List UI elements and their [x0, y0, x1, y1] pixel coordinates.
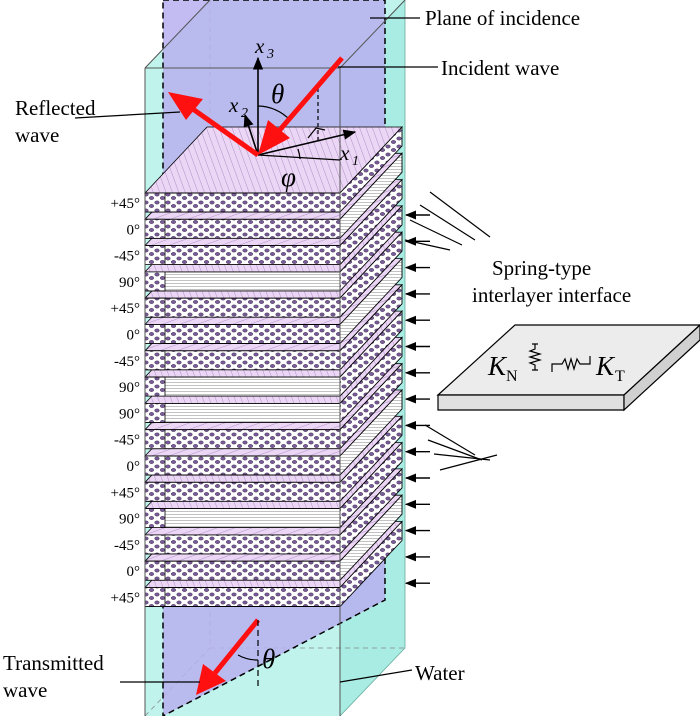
incident-wave-label: Incident wave	[441, 56, 559, 80]
axis-x2-label: x	[228, 93, 239, 117]
phi-label: φ	[281, 162, 296, 192]
water-label: Water	[415, 661, 465, 685]
ply-angle-label: 0°	[127, 222, 141, 238]
axis-x1-sub: 1	[352, 154, 359, 169]
ply-angle-label: 0°	[127, 328, 141, 344]
ply-angle-label: 0°	[127, 564, 141, 580]
ply-angle-label: 90°	[119, 512, 140, 528]
transmitted-wave-arrow	[213, 618, 260, 675]
incident-wave-arrow	[276, 56, 344, 134]
transmitted-wave-label-2: wave	[3, 678, 47, 702]
plane-of-incidence-label: Plane of incidence	[425, 6, 580, 30]
water-block-edges	[144, 0, 406, 716]
incident-wave-head	[258, 120, 290, 155]
reflected-wave-arrow	[188, 104, 260, 158]
normal-spring-icon	[527, 343, 543, 371]
theta-label: θ	[271, 79, 284, 109]
ply-angle-label: -45°	[114, 433, 140, 449]
kt-sub: T	[615, 368, 625, 385]
coordinate-axes	[243, 56, 357, 161]
theta-transmitted-label: θ	[262, 644, 275, 674]
ply-angle-label: +45°	[111, 301, 140, 317]
callout-lines	[74, 17, 438, 683]
ply-angle-labels: +45° 0° -45° 90° +45° 0° -45° 90° 90° -45° 0° +45° 9…	[111, 196, 140, 607]
axis-x1-label: x	[339, 141, 350, 165]
ply-angle-label: +45°	[111, 196, 140, 212]
ply-angle-label: 90°	[119, 380, 140, 396]
laminate-stack	[144, 125, 403, 608]
wave-arrows	[168, 56, 344, 695]
axis-x2-sub: 2	[241, 106, 248, 121]
kn-sub: N	[506, 368, 518, 385]
ply-angle-label: -45°	[114, 354, 140, 370]
spring-element	[436, 324, 700, 412]
ply-angle-label: 90°	[119, 406, 140, 422]
axis-x3-label: x	[254, 34, 265, 58]
reflected-wave-label-2: wave	[15, 123, 59, 147]
interface-arrows	[404, 191, 498, 588]
reflected-wave-head	[168, 92, 203, 120]
ply-angle-label: +45°	[111, 591, 140, 607]
ply-angle-label: 90°	[119, 275, 140, 291]
spring-label-2: interlayer interface	[472, 283, 631, 307]
ply-angle-label: -45°	[114, 249, 140, 265]
ply-1	[144, 125, 403, 214]
kt-label: K	[595, 351, 616, 381]
tangential-spring-icon	[551, 356, 591, 372]
axis-x3-sub: 3	[266, 47, 274, 62]
ply-angle-label: -45°	[114, 538, 140, 554]
ply-angle-label: 0°	[127, 459, 141, 475]
spring-label-1: Spring-type	[492, 256, 591, 280]
kn-label: K	[487, 351, 508, 381]
transmitted-wave-label-1: Transmitted	[3, 651, 104, 675]
reflected-wave-label-1: Reflected	[15, 96, 96, 120]
ply-angle-label: +45°	[111, 485, 140, 501]
transmitted-wave-head	[196, 664, 226, 695]
